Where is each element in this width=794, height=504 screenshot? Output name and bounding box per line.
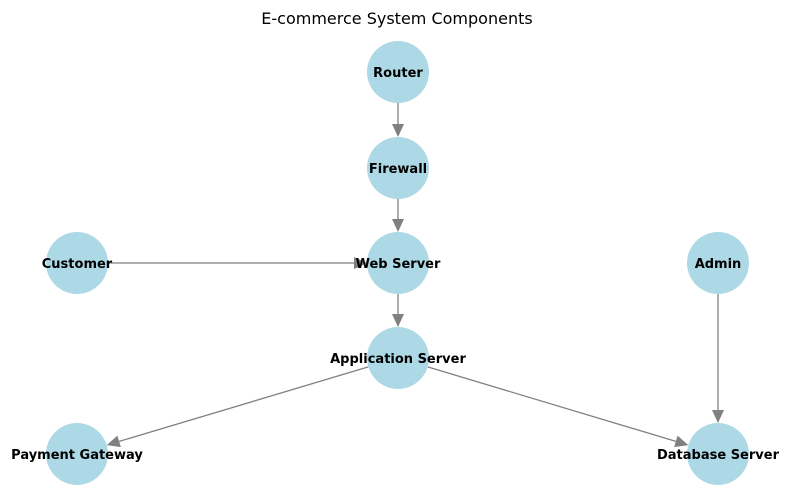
edge-arrowhead (674, 435, 689, 448)
edge-admin-to-database_server (712, 294, 724, 423)
edge-arrowhead (106, 435, 121, 448)
edge-arrowhead (392, 314, 404, 327)
edges-layer (106, 103, 724, 448)
node-label: Customer (42, 257, 113, 272)
node-label: Application Server (330, 352, 466, 367)
node-circle (367, 327, 429, 389)
node-circle (687, 423, 749, 485)
edge-application_server-to-payment_gateway (106, 366, 369, 448)
edge-arrowhead (354, 257, 367, 269)
node-label: Firewall (369, 162, 427, 177)
node-label: Database Server (657, 448, 780, 463)
node-circle (687, 232, 749, 294)
node-application-server: Application Server (330, 327, 466, 389)
edge-line (118, 366, 369, 443)
node-label: Admin (695, 257, 742, 272)
node-circle (367, 41, 429, 103)
node-circle (367, 137, 429, 199)
edge-customer-to-web_server (108, 257, 367, 269)
edge-line (427, 366, 677, 442)
edge-application_server-to-database_server (427, 366, 689, 448)
diagram-title: E-commerce System Components (261, 9, 532, 28)
node-customer: Customer (42, 232, 113, 294)
node-router: Router (367, 41, 429, 103)
edge-firewall-to-web_server (392, 199, 404, 232)
node-circle (46, 423, 108, 485)
node-circle (367, 232, 429, 294)
node-label: Web Server (356, 257, 441, 272)
node-database-server: Database Server (657, 423, 780, 485)
node-payment-gateway: Payment Gateway (11, 423, 143, 485)
edge-arrowhead (712, 410, 724, 423)
node-firewall: Firewall (367, 137, 429, 199)
edge-web_server-to-application_server (392, 294, 404, 327)
edge-router-to-firewall (392, 103, 404, 137)
node-label: Payment Gateway (11, 448, 143, 463)
node-label: Router (373, 66, 423, 81)
node-circle (46, 232, 108, 294)
edge-arrowhead (392, 124, 404, 137)
edge-arrowhead (392, 219, 404, 232)
node-web-server: Web Server (356, 232, 441, 294)
node-admin: Admin (687, 232, 749, 294)
